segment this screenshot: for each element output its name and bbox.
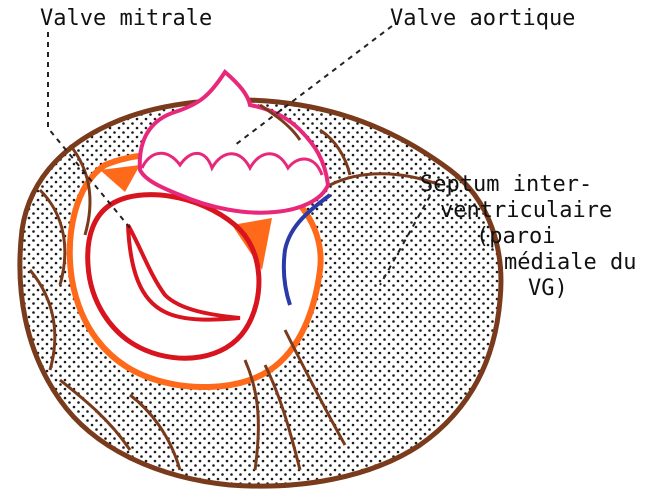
label-septum-line-2: ventriculaire [420, 198, 636, 224]
label-aortic-valve: Valve aortique [390, 6, 575, 32]
label-septum-line-3: (paroi [420, 224, 636, 250]
label-septum-line-4: médiale du [420, 250, 636, 276]
label-septum-line-1: Septum inter- [420, 172, 636, 198]
aortic-valve-outline [140, 72, 328, 213]
label-mitral-valve: Valve mitrale [40, 6, 212, 32]
label-septum-line-5: VG) [420, 276, 636, 302]
label-septum: Septum inter- ventriculaire (paroi média… [420, 172, 636, 302]
